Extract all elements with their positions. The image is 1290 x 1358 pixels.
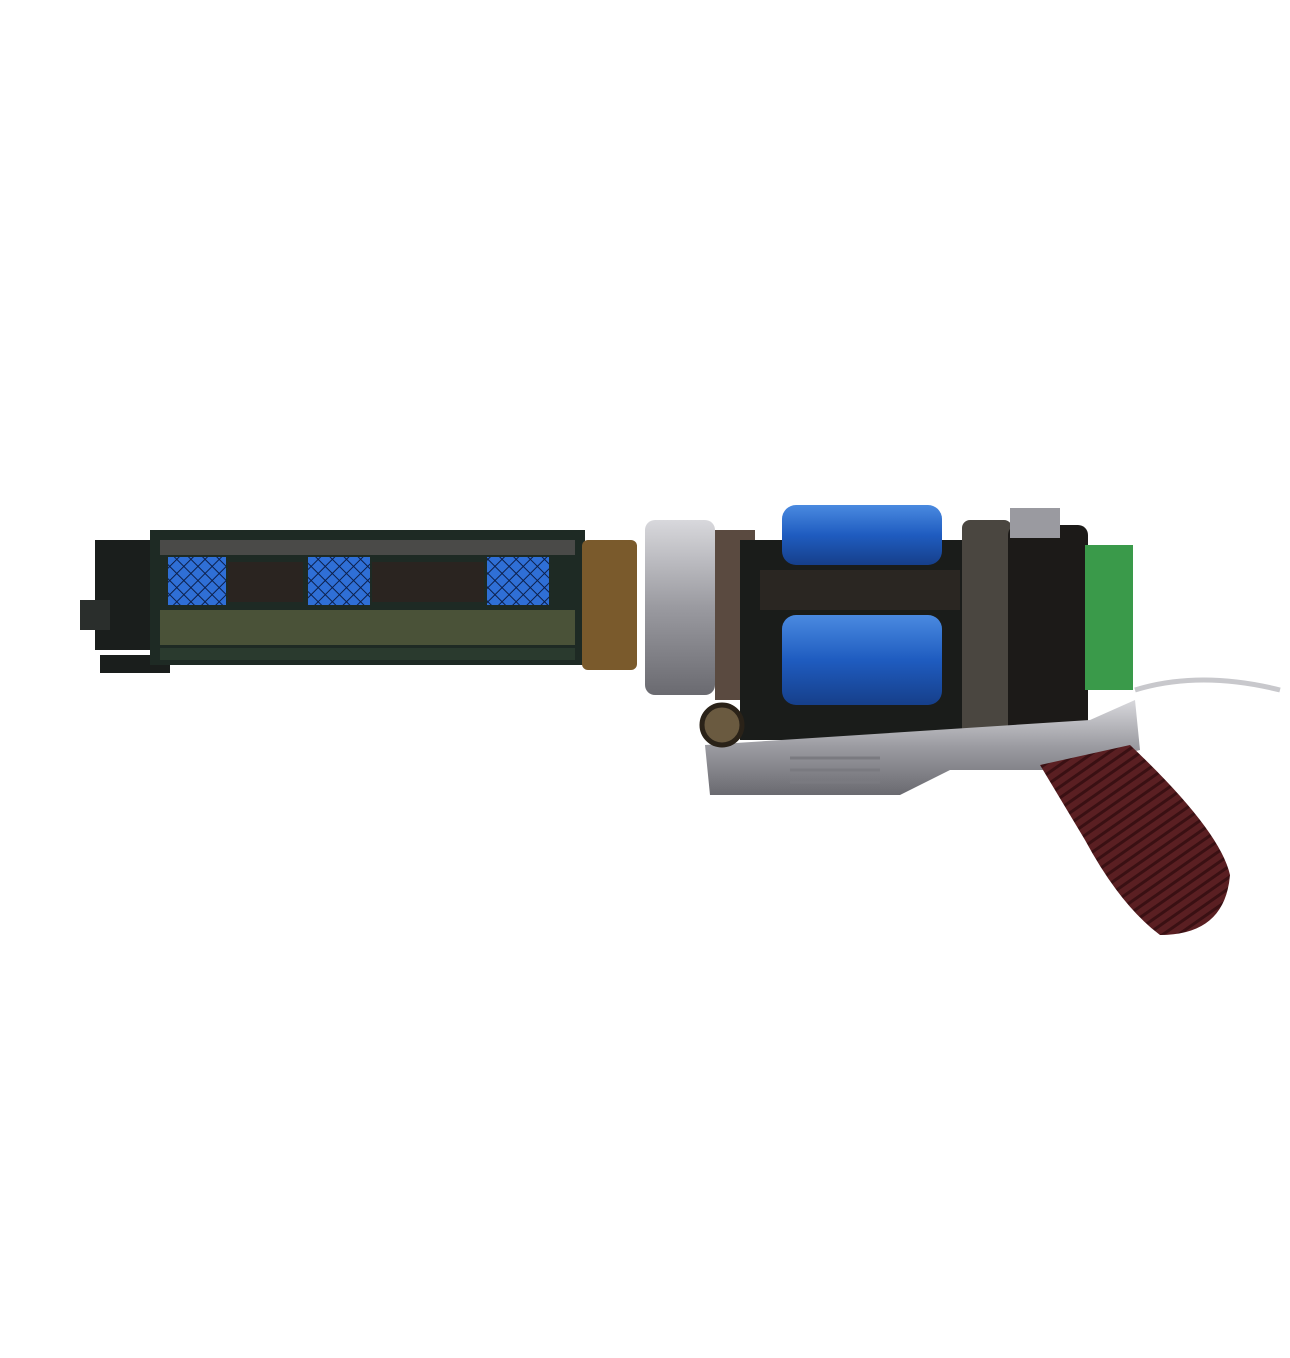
- blue-cylinder-top: [782, 505, 942, 565]
- blue-mesh-panel: [168, 557, 226, 605]
- silver-collar: [645, 520, 715, 695]
- grip: [1040, 745, 1230, 935]
- barrel: [150, 530, 585, 665]
- blue-cylinder-bottom: [782, 615, 942, 705]
- blue-mesh-panel: [487, 557, 549, 605]
- wire: [1134, 677, 1281, 693]
- hammer-pin: [699, 702, 745, 748]
- gear-ring: [962, 520, 1012, 745]
- blue-mesh-panel: [308, 557, 370, 605]
- circuit-board: [1085, 545, 1133, 690]
- brass-ring: [582, 540, 637, 670]
- cylinder: [740, 505, 975, 740]
